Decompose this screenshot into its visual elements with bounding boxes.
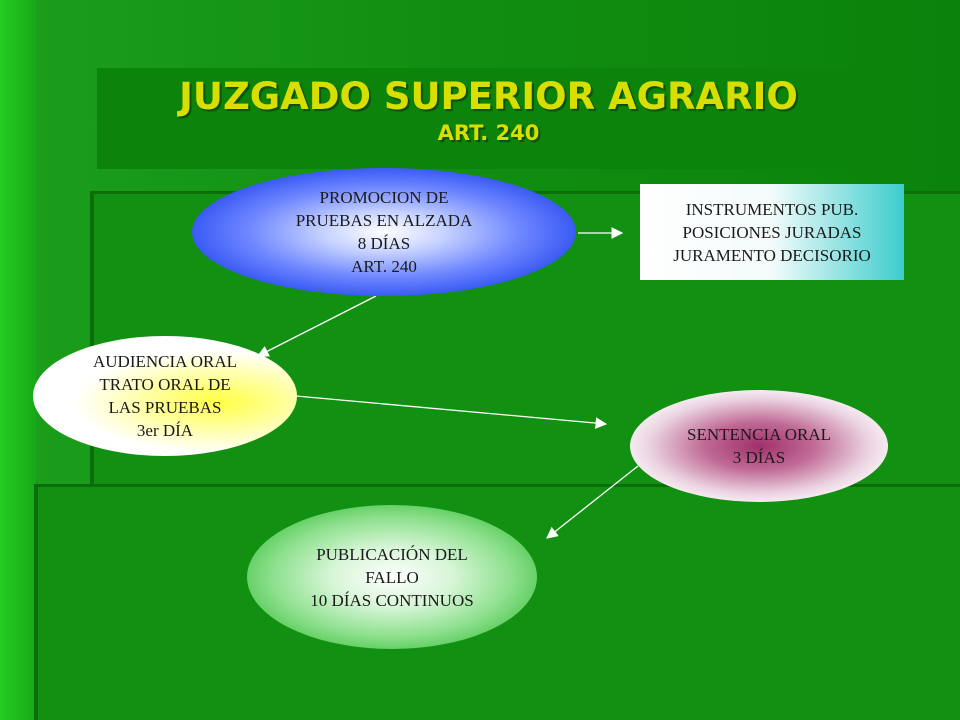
arrow-sentencia-to-publicacion bbox=[546, 465, 639, 539]
node-sentencia-oral: SENTENCIA ORAL 3 DÍAS bbox=[630, 390, 888, 502]
node-instrumentos: INSTRUMENTOS PUB. POSICIONES JURADAS JUR… bbox=[640, 184, 904, 280]
arrow-audiencia-to-sentencia bbox=[295, 395, 608, 429]
node-audiencia-text: AUDIENCIA ORAL TRATO ORAL DE LAS PRUEBAS… bbox=[92, 352, 238, 440]
node-promocion-pruebas: PROMOCION DE PRUEBAS EN ALZADA 8 DÍAS AR… bbox=[192, 168, 576, 296]
node-sentencia-text: SENTENCIA ORAL 3 DÍAS bbox=[686, 425, 832, 467]
left-accent-strip bbox=[0, 0, 36, 720]
node-publicacion-text: PUBLICACIÓN DEL FALLO 10 DÍAS CONTINUOS bbox=[310, 544, 474, 610]
slide-title: JUZGADO SUPERIOR AGRARIO bbox=[179, 75, 798, 118]
node-audiencia-oral: AUDIENCIA ORAL TRATO ORAL DE LAS PRUEBAS… bbox=[33, 336, 297, 456]
node-promocion-text: PROMOCION DE PRUEBAS EN ALZADA 8 DÍAS AR… bbox=[295, 188, 473, 276]
node-publicacion-fallo: PUBLICACIÓN DEL FALLO 10 DÍAS CONTINUOS bbox=[247, 505, 537, 649]
arrow-promocion-to-audiencia bbox=[256, 295, 377, 357]
slide-subtitle: ART. 240 bbox=[437, 121, 540, 145]
title-panel bbox=[97, 68, 880, 169]
node-instrumentos-text: INSTRUMENTOS PUB. POSICIONES JURADAS JUR… bbox=[673, 199, 871, 265]
